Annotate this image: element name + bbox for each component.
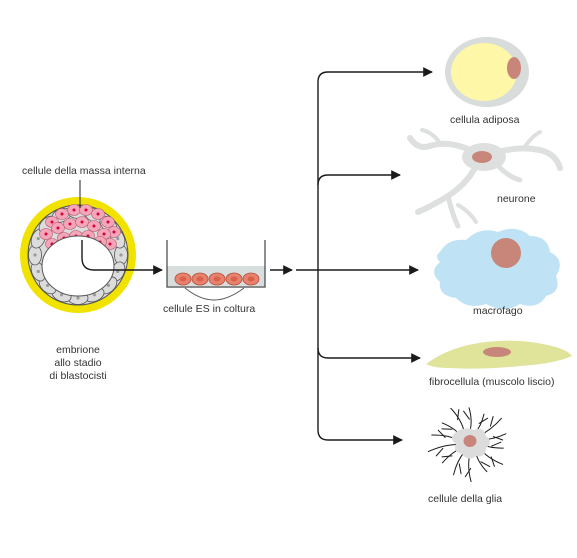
trophoblast-nucleus bbox=[45, 283, 50, 288]
inner-mass-nucleus bbox=[44, 232, 48, 236]
fibrocell-cell bbox=[426, 340, 572, 369]
branch-adipose bbox=[317, 67, 433, 270]
es-cell-nucleus bbox=[247, 276, 255, 282]
inner-mass-nucleus bbox=[56, 226, 60, 230]
glia-cell bbox=[427, 407, 507, 483]
inner-mass-nucleus bbox=[96, 212, 100, 216]
label-embryo-line-3: di blastocisti bbox=[49, 370, 107, 382]
es-label-bracket bbox=[184, 287, 245, 301]
glia-process-branch bbox=[464, 467, 472, 478]
adipose-lipid-droplet bbox=[451, 43, 517, 101]
inner-mass-nucleus bbox=[50, 220, 54, 224]
blastocoel-cavity bbox=[41, 235, 115, 297]
glia-process-branch bbox=[480, 461, 491, 468]
neuron-nucleus bbox=[472, 151, 492, 163]
dish-wall bbox=[166, 240, 266, 288]
glia-process-branch bbox=[492, 436, 504, 441]
es-culture-dish bbox=[166, 240, 266, 301]
trophoblast-nucleus bbox=[106, 283, 111, 288]
es-cell-nucleus bbox=[230, 276, 238, 282]
glia-process-branch bbox=[441, 455, 453, 458]
inner-mass-nucleus bbox=[106, 220, 110, 224]
glia-process-branch bbox=[463, 410, 470, 420]
es-cell-nucleus bbox=[213, 276, 221, 282]
trophoblast-nucleus bbox=[36, 236, 40, 241]
label-es-culture: cellule ES in coltura bbox=[163, 303, 256, 315]
macrophage-nucleus bbox=[491, 238, 521, 268]
inner-mass-nucleus bbox=[72, 208, 76, 212]
trophoblast-nucleus bbox=[116, 236, 120, 241]
neuron-dendrite-1 bbox=[407, 135, 473, 153]
neuron-dendrite-3 bbox=[495, 145, 563, 171]
label-embryo-line-1: embrione bbox=[56, 344, 100, 356]
trophoblast-nucleus bbox=[33, 253, 37, 257]
trophoblast-nucleus bbox=[92, 293, 97, 297]
trophoblast-nucleus bbox=[76, 296, 80, 300]
label-macrophage: macrofago bbox=[473, 305, 523, 317]
blastocyst bbox=[20, 197, 136, 313]
glia-process-branch bbox=[490, 456, 495, 467]
neuron-axon-branch-2 bbox=[456, 203, 478, 224]
glia-process-branch bbox=[491, 441, 502, 447]
es-cell-nucleus bbox=[196, 276, 204, 282]
label-inner-mass: cellule della massa interna bbox=[22, 165, 146, 177]
label-embryo-line-2: allo stadio bbox=[54, 357, 102, 369]
es-cells bbox=[174, 272, 260, 286]
inner-mass-nucleus bbox=[68, 222, 72, 226]
glia-process bbox=[468, 407, 472, 433]
inner-mass-nucleus bbox=[108, 242, 112, 246]
glia-process bbox=[427, 443, 459, 453]
glia-process-branch bbox=[437, 429, 446, 438]
glia-process-branch bbox=[458, 463, 462, 475]
label-neuron: neurone bbox=[497, 193, 536, 205]
label-glia: cellule della glia bbox=[428, 493, 503, 505]
branch-neuron bbox=[317, 170, 401, 186]
glia-process-branch bbox=[489, 416, 494, 427]
inner-mass-nucleus bbox=[60, 212, 64, 216]
label-embryo: embrione allo stadio di blastocisti bbox=[28, 344, 128, 383]
inner-mass-nucleus bbox=[84, 208, 88, 212]
inner-mass-nucleus bbox=[80, 220, 84, 224]
trophoblast-nucleus bbox=[36, 269, 40, 274]
trophoblast-nucleus bbox=[59, 293, 64, 297]
neuron-dendrite-4 bbox=[522, 130, 542, 150]
inner-mass-nucleus bbox=[92, 224, 96, 228]
inner-mass-nucleus bbox=[102, 232, 106, 236]
neuron-axon-branch-1 bbox=[445, 193, 461, 229]
branch-fibrocell bbox=[317, 270, 421, 363]
macrophage-body bbox=[434, 228, 560, 309]
macrophage-cell bbox=[434, 228, 560, 309]
glia-process-branch bbox=[478, 417, 489, 424]
arrow-to-culture bbox=[81, 240, 163, 275]
neuron-dendrite-2 bbox=[420, 128, 442, 145]
branch-glia bbox=[317, 348, 403, 445]
label-fibrocell: fibrocellula (muscolo liscio) bbox=[429, 376, 555, 388]
trophoblast-nucleus bbox=[119, 253, 123, 257]
es-cell-nucleus bbox=[179, 276, 187, 282]
branch-arrows bbox=[296, 67, 433, 445]
inner-cell-mass bbox=[39, 204, 121, 250]
glia-process-branch bbox=[457, 409, 460, 421]
glia-nucleus bbox=[463, 435, 477, 447]
label-adipose: cellula adiposa bbox=[450, 114, 520, 126]
inner-mass-nucleus bbox=[112, 230, 116, 234]
glia-process-branch bbox=[435, 447, 444, 457]
adipose-cell bbox=[445, 37, 529, 107]
fibrocell-nucleus bbox=[483, 347, 511, 357]
adipose-nucleus bbox=[507, 57, 521, 79]
